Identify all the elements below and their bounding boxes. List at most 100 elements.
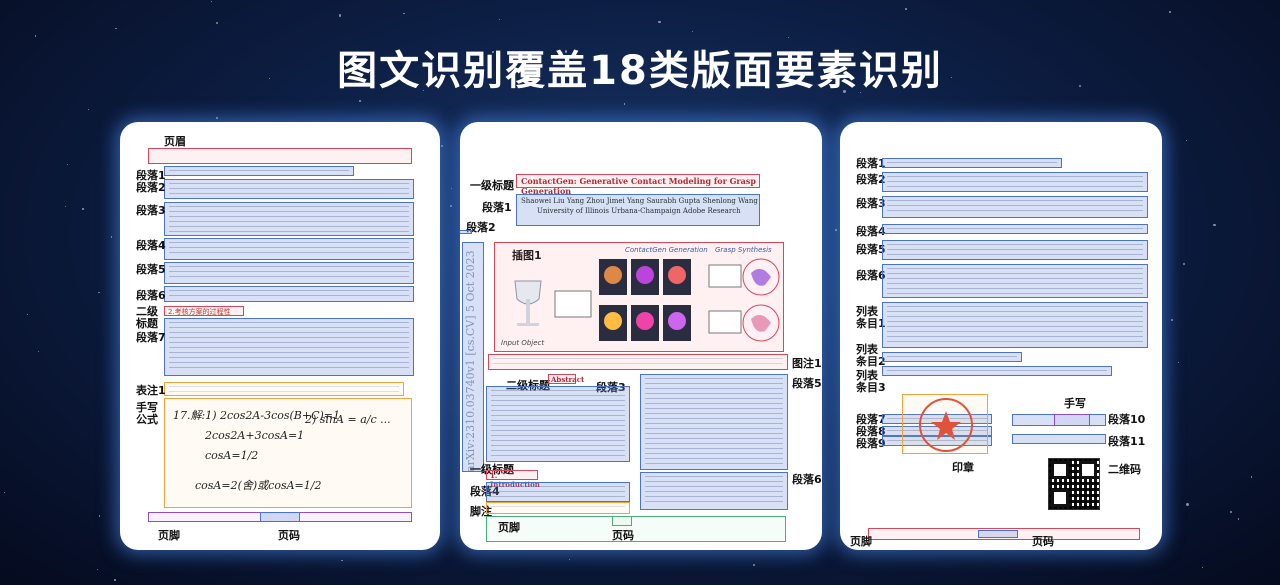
hw-line-3: cosA=1/2 [205,449,259,462]
table-caption-box [164,382,404,396]
star [451,187,453,189]
star [98,515,100,517]
label-li2: 列表 条目2 [856,343,886,368]
star [1170,318,1173,321]
star [37,351,39,353]
label-qr: 二维码 [1108,463,1141,476]
star [114,579,116,581]
intro-heading-box: 1. Introduction [486,470,540,489]
label-header: 页眉 [164,135,186,148]
label-p3: 段落3 [136,204,166,217]
seal-box [902,394,988,454]
star [1202,567,1203,568]
li2-box [882,352,1022,362]
heading-text: 2.考核方案的过程性 [168,308,231,316]
label-p5: 段落5 [136,263,166,276]
p4-box [164,238,414,260]
label-formula: 手写 公式 [136,401,158,426]
star [834,228,837,231]
star [762,83,765,87]
p6-box [882,264,1148,298]
header-box [148,148,412,164]
label-footnote: 脚注 [470,505,492,518]
p2-marker [460,230,472,234]
label-p7: 段落7 [136,331,166,344]
seal-stamp-icon [919,398,973,452]
label-p5: 段落5 [792,377,822,390]
star [66,163,69,166]
qr-code-icon [1048,458,1100,510]
label-p1: 段落1 [482,201,512,214]
label-seal: 印章 [952,461,974,474]
paper-title-box: ContactGen: Generative Contact Modeling … [516,174,760,196]
label-p1: 段落1 [856,157,886,170]
label-footer: 页脚 [498,521,520,534]
star [1251,476,1253,478]
star [843,90,846,93]
p5-box [164,262,414,284]
label-p3: 段落3 [856,197,886,210]
authors-box: Shaowei Liu Yang Zhou Jimei Yang Saurabh… [516,194,760,226]
star [1186,503,1189,506]
star [450,204,453,207]
label-fig-caption: 图注1 [792,357,822,370]
label-p4: 段落4 [470,485,500,498]
label-h2: 二级标题 [506,379,550,392]
star [1177,362,1179,364]
label-p7: 段落7 [856,413,886,426]
label-p4: 段落4 [136,239,166,252]
formula-box: 17.解:1) 2cos2A-3cos(B+C)=1 2cos2A+3cosA=… [164,398,412,508]
star [422,89,425,92]
star [568,559,570,560]
handwrite-box [1054,414,1090,426]
p1-box [164,166,354,176]
star [564,50,567,53]
star [82,208,84,210]
star [491,50,494,53]
label-p2: 段落2 [466,221,496,234]
p9-box [882,436,992,446]
li3-box [882,366,1112,376]
document-panel-1: 页眉 段落1 段落2 段落3 段落4 段落5 段落6 2.考核方案的过程性 二级… [120,122,440,550]
star [96,569,98,571]
star [1169,11,1172,13]
fig-caption-box [488,354,788,370]
label-handwrite: 手写 [1064,397,1086,410]
p5-box [640,374,788,470]
star [440,145,444,148]
p2-box [164,179,414,199]
label-li3: 列表 条目3 [856,369,886,394]
label-page-no: 页码 [1032,535,1054,548]
li1-box [882,302,1148,348]
star [403,12,405,15]
fig-input-label: Input Object [501,339,545,347]
document-panel-3: 段落1 段落2 段落3 段落4 段落5 段落6 列表 条目1 列表 条目2 列表… [840,122,1162,550]
affiliation: University of Illinois Urbana-Champaign … [537,207,741,215]
abstract-body-box [486,386,630,462]
star [691,30,694,33]
p3-box [882,196,1148,218]
label-p6: 段落6 [792,473,822,486]
star [3,492,5,494]
star [1185,139,1187,141]
label-h1b: 一级标题 [470,463,514,476]
abstract-label: Abstract [551,375,585,384]
star [787,36,789,38]
label-p2: 段落2 [136,181,166,194]
label-p8: 段落8 [856,425,886,438]
star [269,78,271,80]
hw-line-2: 2cos2A+3cosA=1 [205,429,305,442]
label-h1: 一级标题 [470,179,514,192]
star [1237,518,1240,520]
star [1229,511,1232,514]
figure-illustration [514,258,780,342]
fig-head-left: ContactGen Generation [625,246,708,254]
star [65,205,67,207]
footnote-box [486,502,630,514]
star [341,559,344,562]
label-h2: 二级 标题 [136,305,158,330]
page-no-box [978,530,1018,538]
paper-title: ContactGen: Generative Contact Modeling … [521,176,756,196]
footer-box [486,516,786,542]
label-footer: 页脚 [158,529,180,542]
